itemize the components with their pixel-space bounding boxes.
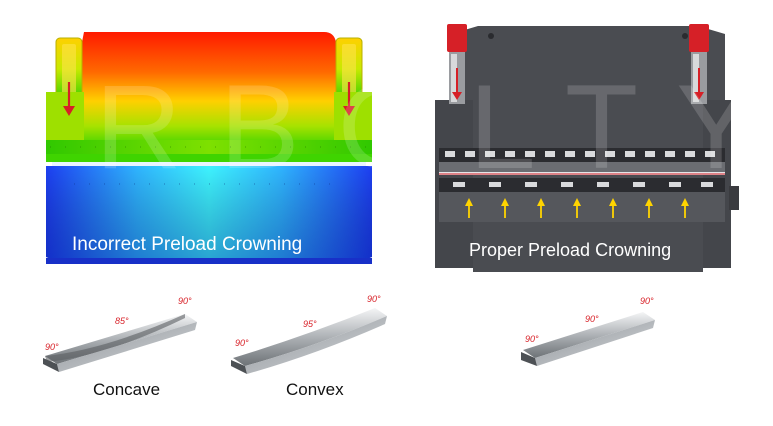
angle-label-left: 90° xyxy=(235,338,249,348)
angle-label-right: 90° xyxy=(178,296,192,306)
angle-label-right: 90° xyxy=(640,296,654,306)
crowning-force-arrows xyxy=(465,198,689,218)
angle-label-middle: 95° xyxy=(303,319,317,329)
concave-bent-part xyxy=(43,314,197,372)
angle-label-middle: 90° xyxy=(585,314,599,324)
press-brake-machine xyxy=(435,24,739,272)
concave-caption: Concave xyxy=(93,380,161,399)
cylinder-force-arrow-right-icon xyxy=(343,82,355,116)
incorrect-crowning-caption: Incorrect Preload Crowning xyxy=(72,234,303,255)
sample-straight: 90° 90° 90° xyxy=(515,296,665,370)
cylinder-force-arrow-left-icon xyxy=(63,82,75,116)
incorrect-crowning-panel: Incorrect Preload Crowning xyxy=(44,22,374,272)
sample-convex: 90° 95° 90° xyxy=(225,294,395,378)
convex-bent-part xyxy=(231,308,387,374)
angle-label-middle: 85° xyxy=(115,316,129,326)
hydraulic-cylinder-right xyxy=(689,24,709,104)
angle-label-left: 90° xyxy=(45,342,59,352)
convex-caption: Convex xyxy=(286,380,344,399)
straight-bent-part xyxy=(521,312,655,366)
angle-label-right: 90° xyxy=(367,294,381,304)
stress-heatmap-machine xyxy=(46,32,372,264)
proper-crowning-panel: Proper Preload Crowning xyxy=(433,20,743,274)
sample-concave: 90° 85° 90° xyxy=(35,296,205,380)
angle-label-left: 90° xyxy=(525,334,539,344)
hydraulic-cylinder-left xyxy=(447,24,467,104)
proper-crowning-caption: Proper Preload Crowning xyxy=(469,240,672,260)
